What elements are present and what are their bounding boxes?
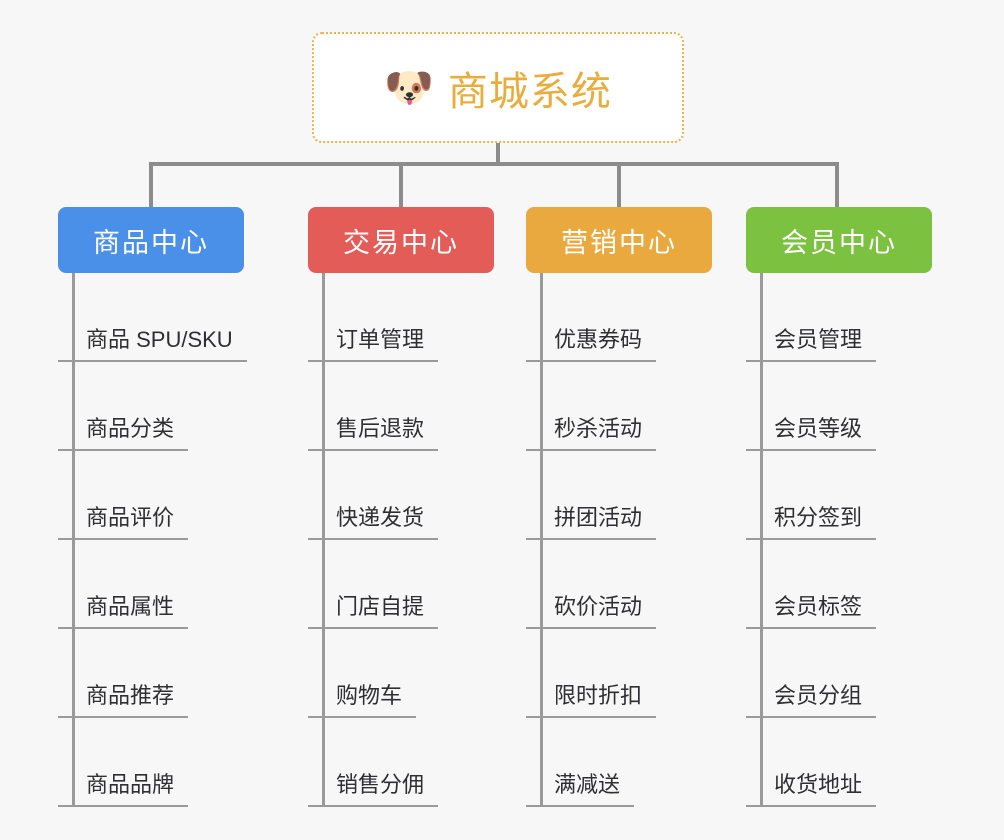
branch-trade-center: 交易中心 订单管理 售后退款 快递发货 门店自提 购物车 销售分佣: [308, 207, 494, 807]
leaf-label: 门店自提: [308, 589, 439, 629]
leaf-item[interactable]: 会员等级: [746, 362, 932, 451]
branch-header-trade-center[interactable]: 交易中心: [308, 207, 494, 273]
leaf-label: 商品推荐: [58, 678, 189, 718]
connector-drop-trade-center: [399, 162, 403, 208]
branch-label-trade-center: 交易中心: [343, 227, 459, 258]
leaf-label: 收货地址: [746, 767, 877, 807]
leaf-label: 会员标签: [746, 589, 877, 629]
leaf-item[interactable]: 商品评价: [58, 451, 244, 540]
leaf-item[interactable]: 拼团活动: [526, 451, 712, 540]
leaf-label: 商品分类: [58, 411, 189, 451]
leaf-list-member-center: 会员管理 会员等级 积分签到 会员标签 会员分组 收货地址: [746, 273, 932, 807]
leaf-item[interactable]: 优惠券码: [526, 273, 712, 362]
leaf-label: 会员等级: [746, 411, 877, 451]
branch-label-product-center: 商品中心: [93, 227, 209, 258]
leaf-item[interactable]: 商品推荐: [58, 629, 244, 718]
leaf-label: 拼团活动: [526, 500, 657, 540]
leaf-label: 订单管理: [308, 322, 439, 362]
leaf-label: 销售分佣: [308, 767, 439, 807]
leaf-list-trade-center: 订单管理 售后退款 快递发货 门店自提 购物车 销售分佣: [308, 273, 494, 807]
leaf-item[interactable]: 满减送: [526, 718, 712, 807]
branch-label-marketing-center: 营销中心: [561, 227, 677, 258]
connector-horizontal-bus: [149, 162, 839, 166]
leaf-label: 商品 SPU/SKU: [58, 322, 247, 362]
leaf-label: 商品属性: [58, 589, 189, 629]
leaf-label: 优惠券码: [526, 322, 657, 362]
root-title: 商城系统: [447, 69, 612, 114]
leaf-label: 商品品牌: [58, 767, 189, 807]
branch-label-member-center: 会员中心: [781, 227, 897, 258]
leaf-list-product-center: 商品 SPU/SKU 商品分类 商品评价 商品属性 商品推荐 商品品牌: [58, 273, 247, 807]
leaf-item[interactable]: 砍价活动: [526, 540, 712, 629]
dog-face-icon: 🐶: [384, 65, 434, 110]
branch-marketing-center: 营销中心 优惠券码 秒杀活动 拼团活动 砍价活动 限时折扣 满减送: [526, 207, 712, 807]
branch-member-center: 会员中心 会员管理 会员等级 积分签到 会员标签 会员分组 收货地址: [746, 207, 932, 807]
root-node[interactable]: 🐶 商城系统: [312, 32, 684, 143]
branch-header-marketing-center[interactable]: 营销中心: [526, 207, 712, 273]
leaf-item[interactable]: 快递发货: [308, 451, 494, 540]
branch-spine-product-center: [72, 273, 75, 807]
leaf-list-marketing-center: 优惠券码 秒杀活动 拼团活动 砍价活动 限时折扣 满减送: [526, 273, 712, 807]
leaf-label: 满减送: [526, 767, 635, 807]
leaf-label: 购物车: [308, 678, 417, 718]
leaf-item[interactable]: 售后退款: [308, 362, 494, 451]
connector-drop-product-center: [149, 162, 153, 208]
connector-drop-member-center: [835, 162, 839, 208]
leaf-item[interactable]: 商品分类: [58, 362, 244, 451]
leaf-item[interactable]: 门店自提: [308, 540, 494, 629]
leaf-item[interactable]: 销售分佣: [308, 718, 494, 807]
leaf-item[interactable]: 会员标签: [746, 540, 932, 629]
branch-spine-marketing-center: [540, 273, 543, 807]
branch-header-product-center[interactable]: 商品中心: [58, 207, 244, 273]
branch-spine-member-center: [760, 273, 763, 807]
branch-spine-trade-center: [322, 273, 325, 807]
leaf-item[interactable]: 收货地址: [746, 718, 932, 807]
leaf-label: 限时折扣: [526, 678, 657, 718]
leaf-label: 砍价活动: [526, 589, 657, 629]
leaf-label: 商品评价: [58, 500, 189, 540]
leaf-item[interactable]: 商品属性: [58, 540, 244, 629]
leaf-item[interactable]: 限时折扣: [526, 629, 712, 718]
leaf-item[interactable]: 购物车: [308, 629, 494, 718]
leaf-item[interactable]: 会员分组: [746, 629, 932, 718]
leaf-label: 积分签到: [746, 500, 877, 540]
leaf-item[interactable]: 会员管理: [746, 273, 932, 362]
leaf-label: 售后退款: [308, 411, 439, 451]
leaf-item[interactable]: 商品 SPU/SKU: [58, 273, 247, 362]
leaf-label: 秒杀活动: [526, 411, 657, 451]
leaf-label: 会员管理: [746, 322, 877, 362]
leaf-item[interactable]: 秒杀活动: [526, 362, 712, 451]
leaf-item[interactable]: 订单管理: [308, 273, 494, 362]
connector-drop-marketing-center: [617, 162, 621, 208]
branch-header-member-center[interactable]: 会员中心: [746, 207, 932, 273]
leaf-item[interactable]: 积分签到: [746, 451, 932, 540]
leaf-item[interactable]: 商品品牌: [58, 718, 244, 807]
leaf-label: 快递发货: [308, 500, 439, 540]
connector-root-stem: [496, 143, 500, 164]
leaf-label: 会员分组: [746, 678, 877, 718]
branch-product-center: 商品中心 商品 SPU/SKU 商品分类 商品评价 商品属性 商品推荐 商品品牌: [58, 207, 247, 807]
